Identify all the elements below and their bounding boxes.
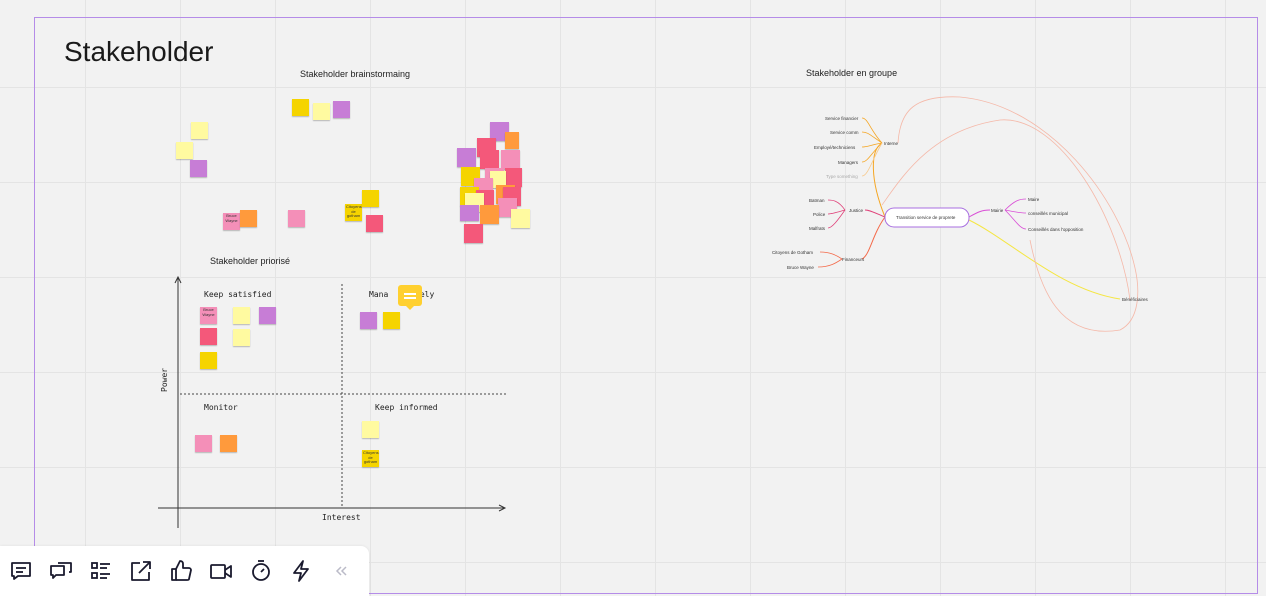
mindmap-node[interactable]: Type something [826, 174, 858, 179]
sticky-note[interactable] [362, 421, 379, 438]
list-icon[interactable] [89, 559, 113, 583]
sticky-note[interactable] [480, 150, 499, 169]
collapse-icon[interactable] [329, 559, 353, 583]
sticky-note[interactable] [360, 312, 377, 329]
mindmap-node[interactable]: conseillés municipal [1028, 211, 1069, 216]
mindmap-node-interne[interactable]: Interne [884, 141, 899, 146]
mindmap-node[interactable]: Malfrats [809, 226, 826, 231]
quadrant-manage-closely-tail: sely [415, 290, 435, 299]
sticky-note[interactable] [460, 205, 479, 221]
lightning-icon[interactable] [289, 559, 313, 583]
quadrant-keep-informed: Keep informed [375, 403, 438, 412]
chat-icon[interactable] [49, 559, 73, 583]
quadrant-monitor: Monitor [204, 403, 238, 412]
sticky-note[interactable] [200, 352, 217, 369]
section-groupe-title[interactable]: Stakeholder en groupe [806, 68, 898, 78]
sticky-note[interactable] [259, 307, 276, 324]
board-frame[interactable] [34, 17, 1258, 594]
mindmap-node-beneficiaires[interactable]: Bénéficiaires [1122, 297, 1148, 302]
mindmap-node[interactable]: Conseillés dans l'opposition [1028, 227, 1084, 232]
mindmap-center-node[interactable]: Transition service de proprete [896, 215, 956, 220]
sticky-note[interactable]: Bruce Wayne [200, 307, 217, 324]
mindmap-node[interactable]: Maire [1028, 197, 1040, 202]
sticky-note[interactable] [313, 103, 330, 120]
sticky-note[interactable] [490, 122, 509, 141]
bottom-toolbar [0, 546, 369, 596]
sticky-note[interactable] [240, 210, 257, 227]
mindmap-node[interactable]: Police [813, 212, 826, 217]
video-icon[interactable] [209, 559, 233, 583]
sticky-note[interactable]: Citoyens de gotham [362, 450, 379, 467]
sticky-note[interactable] [190, 160, 207, 177]
sticky-note[interactable] [505, 168, 522, 187]
sticky-note[interactable] [292, 99, 309, 116]
sticky-note[interactable] [200, 328, 217, 345]
sticky-note[interactable] [501, 150, 520, 169]
sticky-note[interactable] [288, 210, 305, 227]
mindmap-node[interactable]: Service comm [830, 130, 859, 135]
axis-x-label: Interest [322, 513, 361, 522]
sticky-note[interactable] [191, 122, 208, 139]
comments-icon[interactable] [9, 559, 33, 583]
timer-icon[interactable] [249, 559, 273, 583]
sticky-note[interactable] [383, 312, 400, 329]
sticky-note[interactable] [233, 329, 250, 346]
mindmap-node-financeurs[interactable]: Financeurs [842, 257, 865, 262]
mindmap-node[interactable]: Service financier [825, 116, 859, 121]
sticky-note[interactable] [220, 435, 237, 452]
sticky-note[interactable] [333, 101, 350, 118]
sticky-note[interactable] [362, 190, 379, 207]
sticky-note[interactable] [480, 205, 499, 224]
mindmap-node[interactable]: Bruce Wayne [787, 265, 814, 270]
sticky-note[interactable] [490, 171, 506, 188]
mindmap-node-justice[interactable]: Justice [849, 208, 864, 213]
section-priorise-title[interactable]: Stakeholder priorisé [210, 256, 291, 266]
sticky-note[interactable] [176, 142, 193, 159]
quadrant-manage-closely: Mana [369, 290, 389, 299]
sticky-note[interactable] [366, 215, 383, 232]
sticky-note[interactable]: Citoyens de gotham [345, 204, 362, 221]
share-icon[interactable] [129, 559, 153, 583]
mindmap-node[interactable]: Employé/techniciens [814, 145, 856, 150]
comment-icon[interactable] [398, 285, 422, 310]
sticky-note[interactable] [457, 148, 476, 167]
mindmap-node[interactable]: Batman [809, 198, 825, 203]
section-brainstorm-title[interactable]: Stakeholder brainstormaing [300, 69, 411, 79]
sticky-note[interactable]: Bruce Wayne [223, 213, 240, 230]
sticky-note[interactable] [233, 307, 250, 324]
sticky-note[interactable] [464, 224, 483, 243]
board-title[interactable]: Stakeholder [64, 36, 214, 67]
mindmap-node-mairie[interactable]: Mairie [991, 208, 1004, 213]
mindmap-node[interactable]: Citoyens de Gotham [772, 250, 814, 255]
sticky-note[interactable] [195, 435, 212, 452]
mindmap-node[interactable]: Managers [838, 160, 859, 165]
sticky-note[interactable] [511, 209, 530, 228]
thumbs-up-icon[interactable] [169, 559, 193, 583]
quadrant-keep-satisfied: Keep satisfied [204, 290, 272, 299]
sticky-note[interactable] [505, 132, 519, 149]
